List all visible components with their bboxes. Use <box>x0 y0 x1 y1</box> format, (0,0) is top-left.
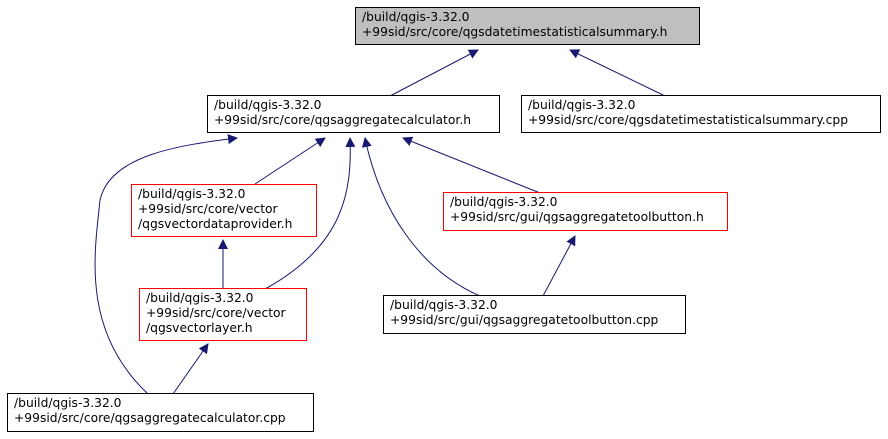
node-qgsdatetimestatisticalsummary-h[interactable]: /build/qgis-3.32.0 +99sid/src/core/qgsda… <box>355 7 700 45</box>
node-line: +99sid/src/core/vector <box>138 202 278 216</box>
edge-vectorlayer-h-to-aggcalc-h <box>264 137 356 290</box>
node-line: +99sid/src/core/qgsdatetimestatisticalsu… <box>362 25 668 39</box>
edge-datetime-cpp-to-datetime-h <box>569 49 666 97</box>
node-qgsvectorlayer-h[interactable]: /build/qgis-3.32.0 +99sid/src/core/vecto… <box>139 288 307 341</box>
edge-aggcalc-cpp-to-aggcalc-h <box>94 134 238 395</box>
node-qgsaggregatetoolbutton-h[interactable]: /build/qgis-3.32.0 +99sid/src/gui/qgsagg… <box>443 192 728 231</box>
edge-aggtoolbutton-h-to-aggcalc-h <box>402 136 541 194</box>
node-line: /qgsvectorlayer.h <box>146 321 253 335</box>
edge-vectordataprovider-h-to-aggcalc-h <box>254 137 326 185</box>
edge-aggcalc-h-to-datetime-h <box>389 49 479 97</box>
node-line: +99sid/src/core/qgsdatetimestatisticalsu… <box>528 113 849 127</box>
node-qgsvectordataprovider-h[interactable]: /build/qgis-3.32.0 +99sid/src/core/vecto… <box>131 184 317 237</box>
node-line: /build/qgis-3.32.0 <box>362 10 470 24</box>
node-qgsaggregatetoolbutton-cpp[interactable]: /build/qgis-3.32.0 +99sid/src/gui/qgsagg… <box>383 295 686 334</box>
node-qgsaggregatecalculator-cpp[interactable]: /build/qgis-3.32.0 +99sid/src/core/qgsag… <box>7 393 314 432</box>
node-line: /build/qgis-3.32.0 <box>450 195 558 209</box>
edge-aggtoolbutton-cpp-to-aggcalc-h <box>361 137 481 297</box>
node-line: /qgsvectordataprovider.h <box>138 217 293 231</box>
node-line: +99sid/src/gui/qgsaggregatetoolbutton.cp… <box>390 313 659 327</box>
node-line: /build/qgis-3.32.0 <box>138 187 246 201</box>
node-line: +99sid/src/core/qgsaggregatecalculator.c… <box>14 411 286 425</box>
node-line: +99sid/src/core/qgsaggregatecalculator.h <box>214 113 472 127</box>
node-line: /build/qgis-3.32.0 <box>390 298 498 312</box>
node-line: /build/qgis-3.32.0 <box>146 291 254 305</box>
node-line: +99sid/src/core/vector <box>146 306 286 320</box>
edge-aggtoolbutton-cpp-to-aggtoolbutton-h <box>542 235 576 297</box>
edge-aggcalc-cpp-to-vectorlayer-h <box>172 343 209 395</box>
node-qgsdatetimestatisticalsummary-cpp[interactable]: /build/qgis-3.32.0 +99sid/src/core/qgsda… <box>521 95 881 133</box>
node-qgsaggregatecalculator-h[interactable]: /build/qgis-3.32.0 +99sid/src/core/qgsag… <box>207 95 500 133</box>
node-line: /build/qgis-3.32.0 <box>214 98 322 112</box>
node-line: /build/qgis-3.32.0 <box>528 98 636 112</box>
node-line: /build/qgis-3.32.0 <box>14 396 122 410</box>
node-line: +99sid/src/gui/qgsaggregatetoolbutton.h <box>450 210 704 224</box>
